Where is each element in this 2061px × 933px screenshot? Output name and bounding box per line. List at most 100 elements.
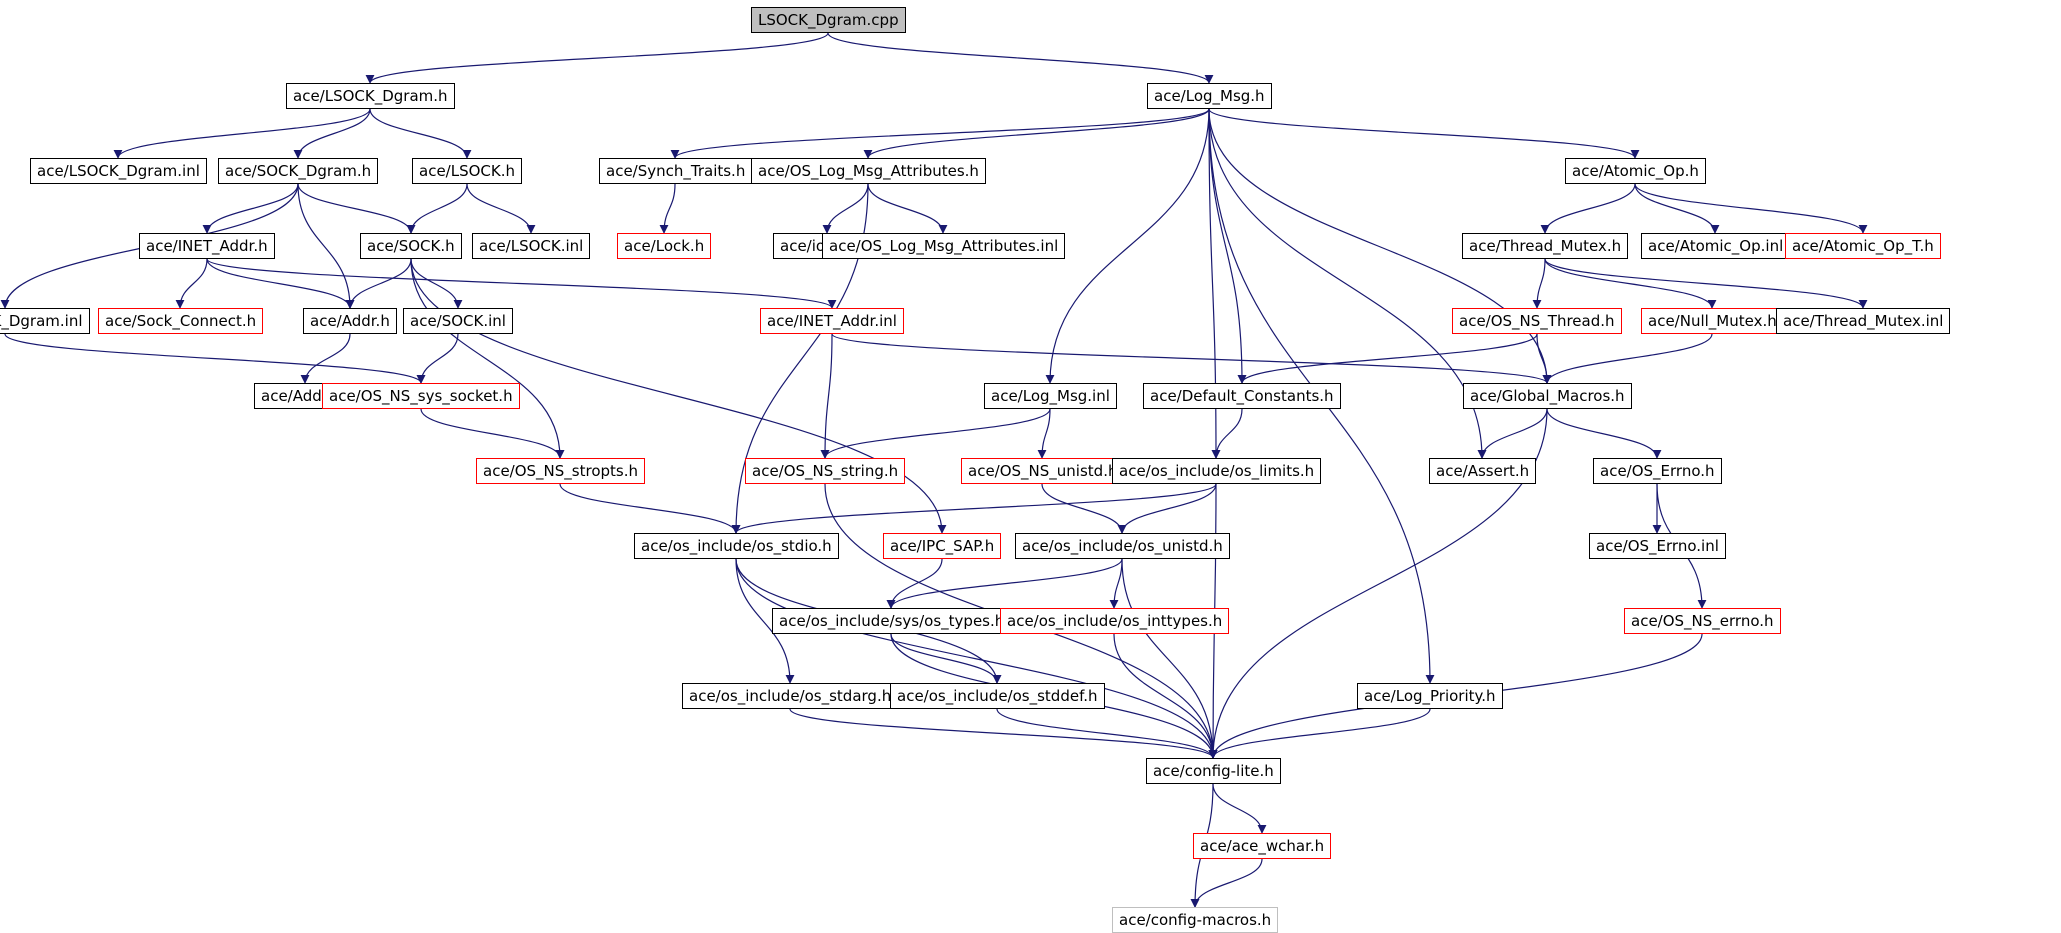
node-atomic-op-h[interactable]: ace/Atomic_Op.h [1565, 158, 1706, 184]
edge-sock-dgram-h-to-inet-addr-h [202, 183, 299, 234]
edge-lsock-h-to-sock-h [406, 183, 468, 234]
edge-os-stdarg-h-to-config-lite-h [789, 708, 1218, 759]
node-sock-connect-h[interactable]: ace/Sock_Connect.h [98, 308, 264, 334]
node-os-errno-h[interactable]: ace/OS_Errno.h [1593, 458, 1722, 484]
node-ace-wchar-h[interactable]: ace/ace_wchar.h [1193, 833, 1332, 859]
node-os-unistd-h[interactable]: ace/os_include/os_unistd.h [1015, 533, 1230, 559]
edge-inet-addr-h-to-inet-addr-inl [206, 258, 837, 309]
node-os-inttypes-h[interactable]: ace/os_include/os_inttypes.h [1000, 608, 1230, 634]
node-os-ns-stropts-h[interactable]: ace/OS_NS_stropts.h [476, 458, 645, 484]
edge-null-mutex-h-to-global-macros-h [1542, 333, 1713, 384]
node-os-stdio-h[interactable]: ace/os_include/os_stdio.h [634, 533, 839, 559]
node-os-ns-sys-socket-h[interactable]: ace/OS_NS_sys_socket.h [322, 383, 520, 409]
edge-lsock-dgram-cpp-to-log-msg-h [827, 32, 1214, 84]
node-lsock-inl[interactable]: ace/LSOCK.inl [472, 233, 591, 259]
node-sock-inl[interactable]: ace/SOCK.inl [403, 308, 513, 334]
node-sock-dgram-inl[interactable]: ace/SOCK_Dgram.inl [0, 308, 90, 334]
node-synch-traits-h[interactable]: ace/Synch_Traits.h [599, 158, 753, 184]
node-os-ns-errno-h[interactable]: ace/OS_NS_errno.h [1624, 608, 1781, 634]
node-inet-addr-h[interactable]: ace/INET_Addr.h [139, 233, 275, 259]
edge-os-log-msg-attr-h-to-os-log-msg-attr-inl [867, 183, 948, 234]
node-sock-h[interactable]: ace/SOCK.h [360, 233, 462, 259]
node-sock-dgram-h[interactable]: ace/SOCK_Dgram.h [218, 158, 379, 184]
edge-thread-mutex-h-to-thread-mutex-inl [1544, 258, 1868, 309]
edge-sock-inl-to-os-ns-sys-socket-h [416, 333, 459, 384]
edge-os-ns-unistd-h-to-os-unistd-h [1041, 483, 1127, 534]
edge-os-unistd-h-to-os-types-h [886, 558, 1123, 609]
node-default-constants-h[interactable]: ace/Default_Constants.h [1143, 383, 1341, 409]
edge-thread-mutex-h-to-os-ns-thread-h [1532, 258, 1546, 309]
node-os-log-msg-attr-inl[interactable]: ace/OS_Log_Msg_Attributes.inl [822, 233, 1066, 259]
edge-sock-h-to-sock-inl [410, 258, 463, 309]
edge-addr-h-to-addr-inl [300, 333, 351, 384]
edge-sock-dgram-inl-to-os-ns-sys-socket-h [4, 333, 426, 384]
node-lsock-h[interactable]: ace/LSOCK.h [412, 158, 522, 184]
edge-log-msg-inl-to-os-ns-string-h [820, 408, 1051, 459]
edge-log-msg-inl-to-os-ns-unistd-h [1037, 408, 1051, 459]
node-lsock-dgram-inl[interactable]: ace/LSOCK_Dgram.inl [30, 158, 207, 184]
edge-lsock-dgram-h-to-sock-dgram-h [293, 108, 371, 159]
edge-sock-h-to-os-ns-stropts-h [410, 258, 565, 459]
edge-sock-dgram-h-to-addr-h [297, 183, 355, 309]
edge-atomic-op-h-to-atomic-op-inl [1634, 183, 1720, 234]
edge-log-priority-h-to-config-lite-h [1208, 708, 1431, 759]
edge-atomic-op-h-to-thread-mutex-h [1540, 183, 1636, 234]
edge-log-msg-h-to-os-log-msg-attr-h [863, 108, 1210, 159]
edge-inet-addr-h-to-addr-h [206, 258, 355, 309]
node-inet-addr-inl[interactable]: ace/INET_Addr.inl [760, 308, 904, 334]
node-lsock-dgram-h[interactable]: ace/LSOCK_Dgram.h [286, 83, 455, 109]
edge-log-msg-h-to-atomic-op-h [1208, 108, 1640, 159]
edge-inet-addr-inl-to-global-macros-h [831, 333, 1552, 384]
edge-os-limits-h-to-os-stdio-h [731, 483, 1217, 534]
node-global-macros-h[interactable]: ace/Global_Macros.h [1463, 383, 1632, 409]
node-config-lite-h[interactable]: ace/config-lite.h [1146, 758, 1281, 784]
node-assert-h[interactable]: ace/Assert.h [1429, 458, 1537, 484]
edge-os-stdio-h-to-os-stdarg-h [735, 558, 795, 684]
node-os-log-msg-attr-h[interactable]: ace/OS_Log_Msg_Attributes.h [751, 158, 986, 184]
edge-lsock-h-to-lsock-inl [466, 183, 536, 234]
edge-os-ns-stropts-h-to-os-stdio-h [559, 483, 741, 534]
node-thread-mutex-inl[interactable]: ace/Thread_Mutex.inl [1776, 308, 1951, 334]
node-config-macros-h[interactable]: ace/config-macros.h [1112, 907, 1279, 933]
edge-inet-addr-inl-to-os-ns-string-h [820, 333, 833, 459]
edge-os-unistd-h-to-config-lite-h [1121, 558, 1218, 759]
edge-sock-dgram-h-to-sock-h [297, 183, 416, 234]
edge-log-msg-h-to-default-constants-h [1208, 108, 1247, 384]
node-os-errno-inl[interactable]: ace/OS_Errno.inl [1589, 533, 1726, 559]
node-thread-mutex-h[interactable]: ace/Thread_Mutex.h [1462, 233, 1629, 259]
node-log-msg-inl[interactable]: ace/Log_Msg.inl [984, 383, 1117, 409]
edge-os-stdio-h-to-config-lite-h [735, 558, 1218, 759]
node-lsock-dgram-cpp[interactable]: LSOCK_Dgram.cpp [751, 7, 906, 33]
node-atomic-op-inl[interactable]: ace/Atomic_Op.inl [1641, 233, 1791, 259]
edge-os-types-h-to-os-stddef-h [890, 633, 1002, 684]
edge-lsock-dgram-h-to-lsock-dgram-inl [113, 108, 371, 159]
node-os-stddef-h[interactable]: ace/os_include/os_stddef.h [890, 683, 1105, 709]
node-lock-h[interactable]: ace/Lock.h [617, 233, 712, 259]
node-os-stdarg-h[interactable]: ace/os_include/os_stdarg.h [682, 683, 899, 709]
edge-global-macros-h-to-assert-h [1477, 408, 1548, 459]
node-os-ns-thread-h[interactable]: ace/OS_NS_Thread.h [1452, 308, 1622, 334]
node-log-priority-h[interactable]: ace/Log_Priority.h [1357, 683, 1503, 709]
node-os-ns-string-h[interactable]: ace/OS_NS_string.h [745, 458, 906, 484]
node-ipc-sap-h[interactable]: ace/IPC_SAP.h [883, 533, 1002, 559]
node-addr-h[interactable]: ace/Addr.h [303, 308, 397, 334]
edge-os-ns-thread-h-to-default-constants-h [1237, 333, 1538, 384]
node-null-mutex-h[interactable]: ace/Null_Mutex.h [1641, 308, 1784, 334]
edge-global-macros-h-to-os-errno-h [1546, 408, 1662, 459]
edge-synch-traits-h-to-lock-h [659, 183, 676, 234]
edge-lsock-dgram-h-to-lsock-h [369, 108, 472, 159]
node-os-limits-h[interactable]: ace/os_include/os_limits.h [1112, 458, 1322, 484]
node-atomic-op-t-h[interactable]: ace/Atomic_Op_T.h [1785, 233, 1941, 259]
edge-atomic-op-h-to-atomic-op-t-h [1634, 183, 1868, 234]
node-log-msg-h[interactable]: ace/Log_Msg.h [1147, 83, 1272, 109]
edge-os-ns-sys-socket-h-to-os-ns-stropts-h [420, 408, 565, 459]
edge-log-msg-h-to-log-msg-inl [1045, 108, 1210, 384]
edge-os-log-msg-attr-h-to-iosfwd-h [822, 183, 869, 234]
edge-inet-addr-h-to-sock-connect-h [175, 258, 208, 309]
edge-sock-h-to-addr-h [345, 258, 412, 309]
edge-thread-mutex-h-to-null-mutex-h [1544, 258, 1717, 309]
node-os-ns-unistd-h[interactable]: ace/OS_NS_unistd.h [961, 458, 1125, 484]
edge-default-constants-h-to-os-limits-h [1211, 408, 1243, 459]
node-os-types-h[interactable]: ace/os_include/sys/os_types.h [772, 608, 1012, 634]
